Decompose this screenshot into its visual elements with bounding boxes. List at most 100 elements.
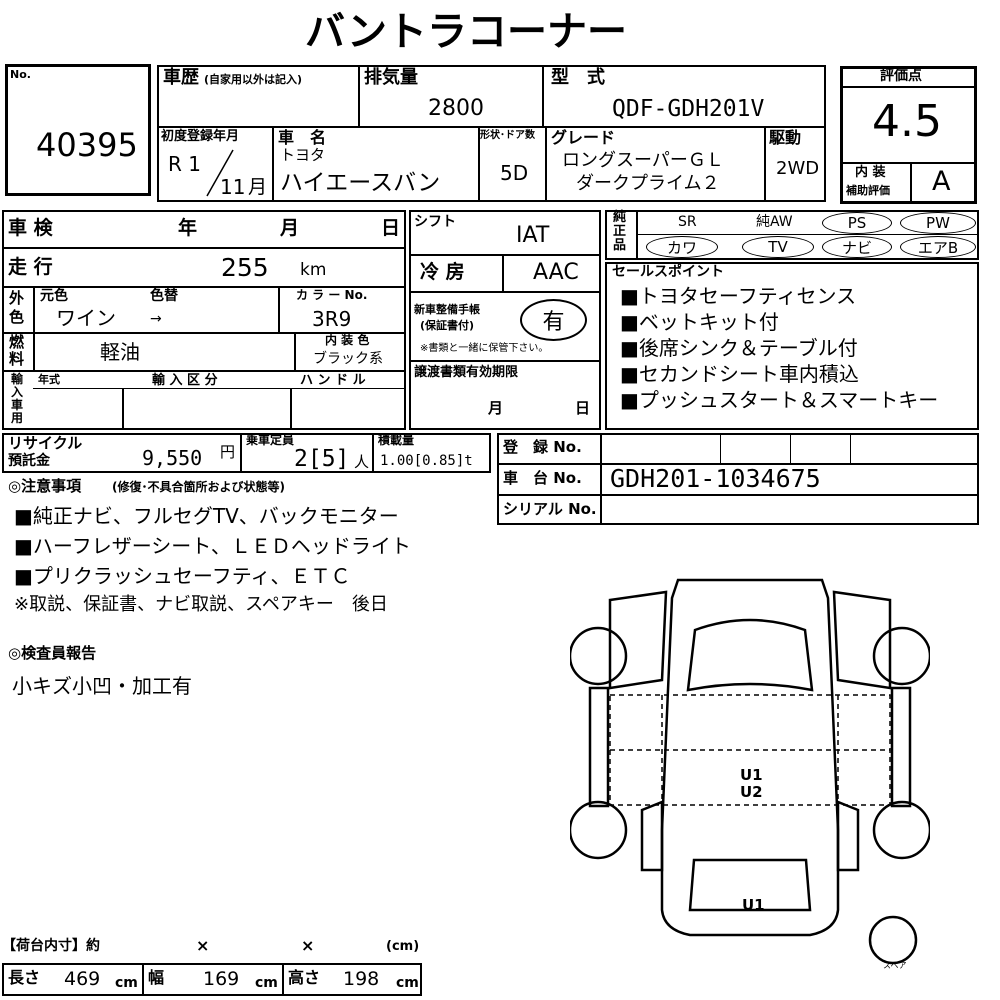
mileage-label: 走 行 xyxy=(8,256,53,278)
cargo-unit-label: (cm) xyxy=(386,939,420,954)
inspection-year: 年 xyxy=(178,217,198,239)
note-item: ■ハーフレザーシート、ＬＥＤヘッドライト xyxy=(14,534,411,558)
first-reg-year: R 1 xyxy=(168,152,201,176)
doors-value: 5D xyxy=(500,161,529,185)
stock-number-box: No. 40395 xyxy=(5,64,151,196)
genuine-item-navi: ナビ xyxy=(822,236,892,258)
rating-label: 評価点 xyxy=(880,68,922,84)
cargo-dimensions-box xyxy=(2,963,422,996)
interior-color-label: 内 装 色 xyxy=(325,333,370,347)
sales-points-box xyxy=(605,262,979,430)
handle-label: ハ ン ド ル xyxy=(300,373,366,388)
recycle-value: 9,550 xyxy=(142,446,203,470)
first-reg-label: 初度登録年月 xyxy=(161,129,240,144)
cargo-width-unit: cm xyxy=(255,975,278,991)
outer-color-label-1: 外 xyxy=(9,289,25,307)
genuine-label-1: 純 xyxy=(613,210,627,225)
sales-point-item: ■トヨタセーフティセンス xyxy=(620,284,857,308)
first-reg-month-unit: 月 xyxy=(248,176,268,198)
inspection-label: 車 検 xyxy=(8,217,53,239)
color-arrow: → xyxy=(150,311,162,327)
serial-label: シリアル No. xyxy=(503,500,597,518)
model-value: QDF-GDH201V xyxy=(612,96,765,122)
model-label: 型 式 xyxy=(551,67,605,88)
capacity-unit: 人 xyxy=(354,453,370,471)
recycle-block xyxy=(2,433,491,473)
cargo-times-2: × xyxy=(301,936,315,955)
spare-label: スペア xyxy=(883,961,907,970)
registration-label: 登 録 No. xyxy=(503,438,582,456)
fuel-label-2: 料 xyxy=(9,350,25,368)
rating-value: 4.5 xyxy=(872,96,942,147)
ac-value: AAC xyxy=(533,260,579,285)
car-name-label: 車 名 xyxy=(278,128,327,147)
genuine-items-box xyxy=(605,210,979,260)
cargo-length-label: 長さ xyxy=(8,968,41,987)
outer-color-label-2: 色 xyxy=(9,308,25,326)
damage-mark: U1 xyxy=(740,766,763,784)
import-label-1: 輸 xyxy=(11,372,24,386)
registration-block xyxy=(497,433,979,525)
fuel-value: 軽油 xyxy=(100,340,140,364)
rating-box xyxy=(840,66,977,204)
transfer-day: 日 xyxy=(575,399,591,417)
interior-grade-value: A xyxy=(932,166,951,197)
first-reg-month: 11 xyxy=(220,175,246,199)
notes-sub: (修復･不具合箇所および状態等) xyxy=(112,480,285,494)
recycle-label-1: リサイクル xyxy=(8,434,83,452)
manual-label-1: 新車整備手帳 xyxy=(414,303,480,316)
chassis-label: 車 台 No. xyxy=(503,469,582,487)
cargo-length-unit: cm xyxy=(115,975,138,991)
note-item: ■純正ナビ、フルセグTV、バックモニター xyxy=(14,504,399,528)
import-label-2: 入 xyxy=(11,385,24,399)
genuine-item-aw: 純AW xyxy=(756,214,793,230)
transfer-month: 月 xyxy=(488,399,504,417)
sales-point-item: ■後席シンク＆テーブル付 xyxy=(620,336,858,360)
note-item: ※取説、保証書、ナビ取説、スペアキー 後日 xyxy=(14,594,388,615)
cargo-height-value: 198 xyxy=(343,968,380,990)
manual-label-2: (保証書付) xyxy=(420,319,475,332)
vehicle-info-box xyxy=(157,65,826,202)
ac-label: 冷 房 xyxy=(420,261,465,283)
note-item: ■プリクラッシュセーフティ、ＥＴＣ xyxy=(14,564,351,588)
manual-value: 有 xyxy=(520,299,587,341)
shift-block xyxy=(409,210,601,430)
import-year-label: 年式 xyxy=(38,373,60,386)
shift-value: IAT xyxy=(516,223,550,248)
mileage-value: 255 xyxy=(221,253,269,282)
capacity-value: 2[5] xyxy=(294,446,350,472)
car-name-value: ハイエースバン xyxy=(280,170,441,196)
import-type-label: 輸 入 区 分 xyxy=(152,373,218,388)
color-code-label: カ ラ ー No. xyxy=(296,288,368,302)
capacity-label: 乗車定員 xyxy=(246,433,295,447)
sales-points-label: セールスポイント xyxy=(612,264,724,280)
fuel-label-1: 燃 xyxy=(9,333,25,351)
genuine-item-ps: PS xyxy=(822,212,892,234)
interior-color-value: ブラック系 xyxy=(313,351,383,367)
history-note: (自家用以外は記入) xyxy=(204,73,303,86)
damage-mark: U2 xyxy=(740,783,763,801)
grade-label: グレード xyxy=(551,128,616,147)
drive-value: 2WD xyxy=(776,158,820,179)
inspector-value: 小キズ小凹・加工有 xyxy=(12,674,192,698)
cargo-height-unit: cm xyxy=(396,975,419,991)
genuine-item-leather: カワ xyxy=(646,236,718,258)
inspector-label: ◎検査員報告 xyxy=(8,644,97,662)
doors-label: 形状･ドア数 xyxy=(480,130,535,141)
cargo-label: 【荷台内寸】約 xyxy=(2,938,100,954)
genuine-item-airbag: エアB xyxy=(900,236,976,258)
manual-note: ※書類と一緒に保管下さい。 xyxy=(420,343,549,354)
grade-line2: ダークプライム２ xyxy=(576,173,720,194)
drive-label: 駆動 xyxy=(769,128,802,147)
cargo-width-label: 幅 xyxy=(148,968,165,987)
color-change-label: 色替 xyxy=(150,288,178,304)
sales-point-item: ■セカンドシート車内積込 xyxy=(620,362,859,386)
genuine-item-pw: PW xyxy=(900,212,976,234)
interior-grade-label-2: 補助評価 xyxy=(846,184,890,197)
sales-point-item: ■ベットキット付 xyxy=(620,310,779,334)
load-value: 1.00[0.85]t xyxy=(380,453,473,469)
page-title: バントラコーナー xyxy=(305,9,627,55)
cargo-length-value: 469 xyxy=(64,968,101,990)
inspection-month: 月 xyxy=(280,217,300,239)
load-label: 積載量 xyxy=(378,433,415,447)
